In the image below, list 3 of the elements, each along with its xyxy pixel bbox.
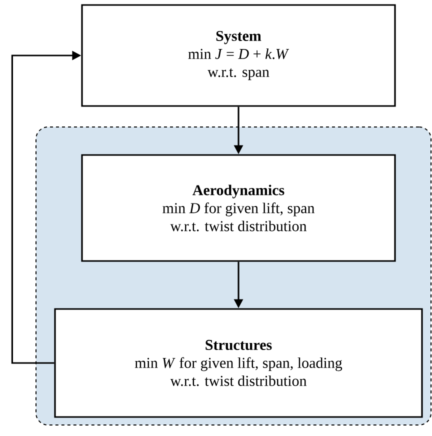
process-box: Aerodynamics min D for given lift, span w.r.t. twist distribution [81,154,396,262]
process-box: Structures min W for given lift, span, loading w.r.t. twist distribution [54,308,423,418]
process-box: System min J = D + k.W w.r.t. span [81,4,396,107]
